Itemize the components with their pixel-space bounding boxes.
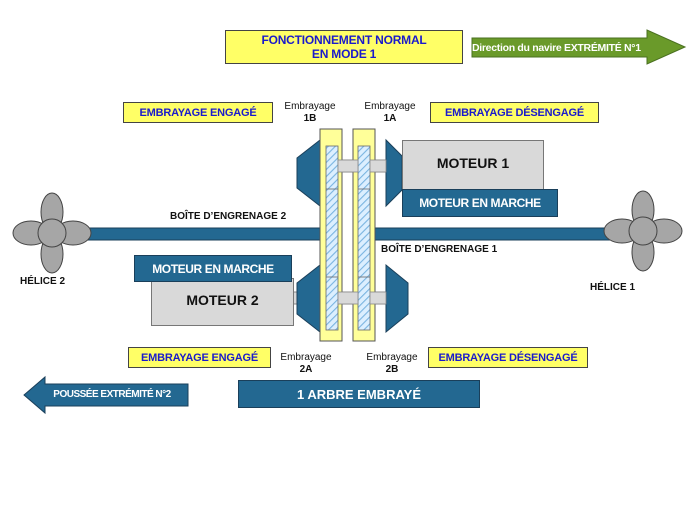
gearbox-2-label: BOÎTE D’ENGRENAGE 2 [170,211,287,222]
clutch-status-bottom-left: EMBRAYAGE ENGAGÉ [128,347,271,368]
coupling-2a [296,263,321,334]
clutch-label-1a: Embrayage 1A [364,101,416,124]
coupling-1b [296,138,321,208]
clutch-status-top-left: EMBRAYAGE ENGAGÉ [123,102,273,123]
clutch-label-1b: Embrayage 1B [284,101,336,124]
gearbox-1-label: BOÎTE D’ENGRENAGE 1 [381,244,498,255]
direction-arrow-icon [471,29,687,65]
title-line-2: EN MODE 1 [311,47,377,61]
clutch-label-2a: Embrayage 2A [280,352,332,375]
propeller-2-icon [12,192,92,274]
engine-1: MOTEUR 1 [402,140,544,190]
engine-2-status: MOTEUR EN MARCHE [134,255,292,282]
propeller-1-label: HÉLICE 1 [590,282,636,293]
engine-2: MOTEUR 2 [151,278,294,326]
page-title: FONCTIONNEMENT NORMAL EN MODE 1 [225,30,463,64]
clutch-label-2b: Embrayage 2B [366,352,418,375]
engine-1-status: MOTEUR EN MARCHE [402,189,558,217]
clutch-status-bottom-right: EMBRAYAGE DÉSENGAGÉ [428,347,588,368]
thrust-arrow-icon [23,375,189,415]
propeller-2-label: HÉLICE 2 [20,276,66,287]
direction-arrow-label: Direction du navire EXTRÉMITÉ N°1 [472,42,641,54]
main-shaft-right [373,227,615,241]
coupling-1a [385,138,403,208]
coupling-2b [385,263,409,334]
clutch-status-top-right: EMBRAYAGE DÉSENGAGÉ [430,102,599,123]
thrust-arrow-label: POUSSÉE EXTRÉMITÉ N°2 [53,389,171,400]
clutch-plate-1a [357,145,371,331]
shaft-status: 1 ARBRE EMBRAYÉ [238,380,480,408]
propeller-1-icon [603,190,683,272]
title-line-1: FONCTIONNEMENT NORMAL [261,33,427,47]
clutch-plate-1b [325,145,339,331]
main-shaft-left [79,227,323,241]
